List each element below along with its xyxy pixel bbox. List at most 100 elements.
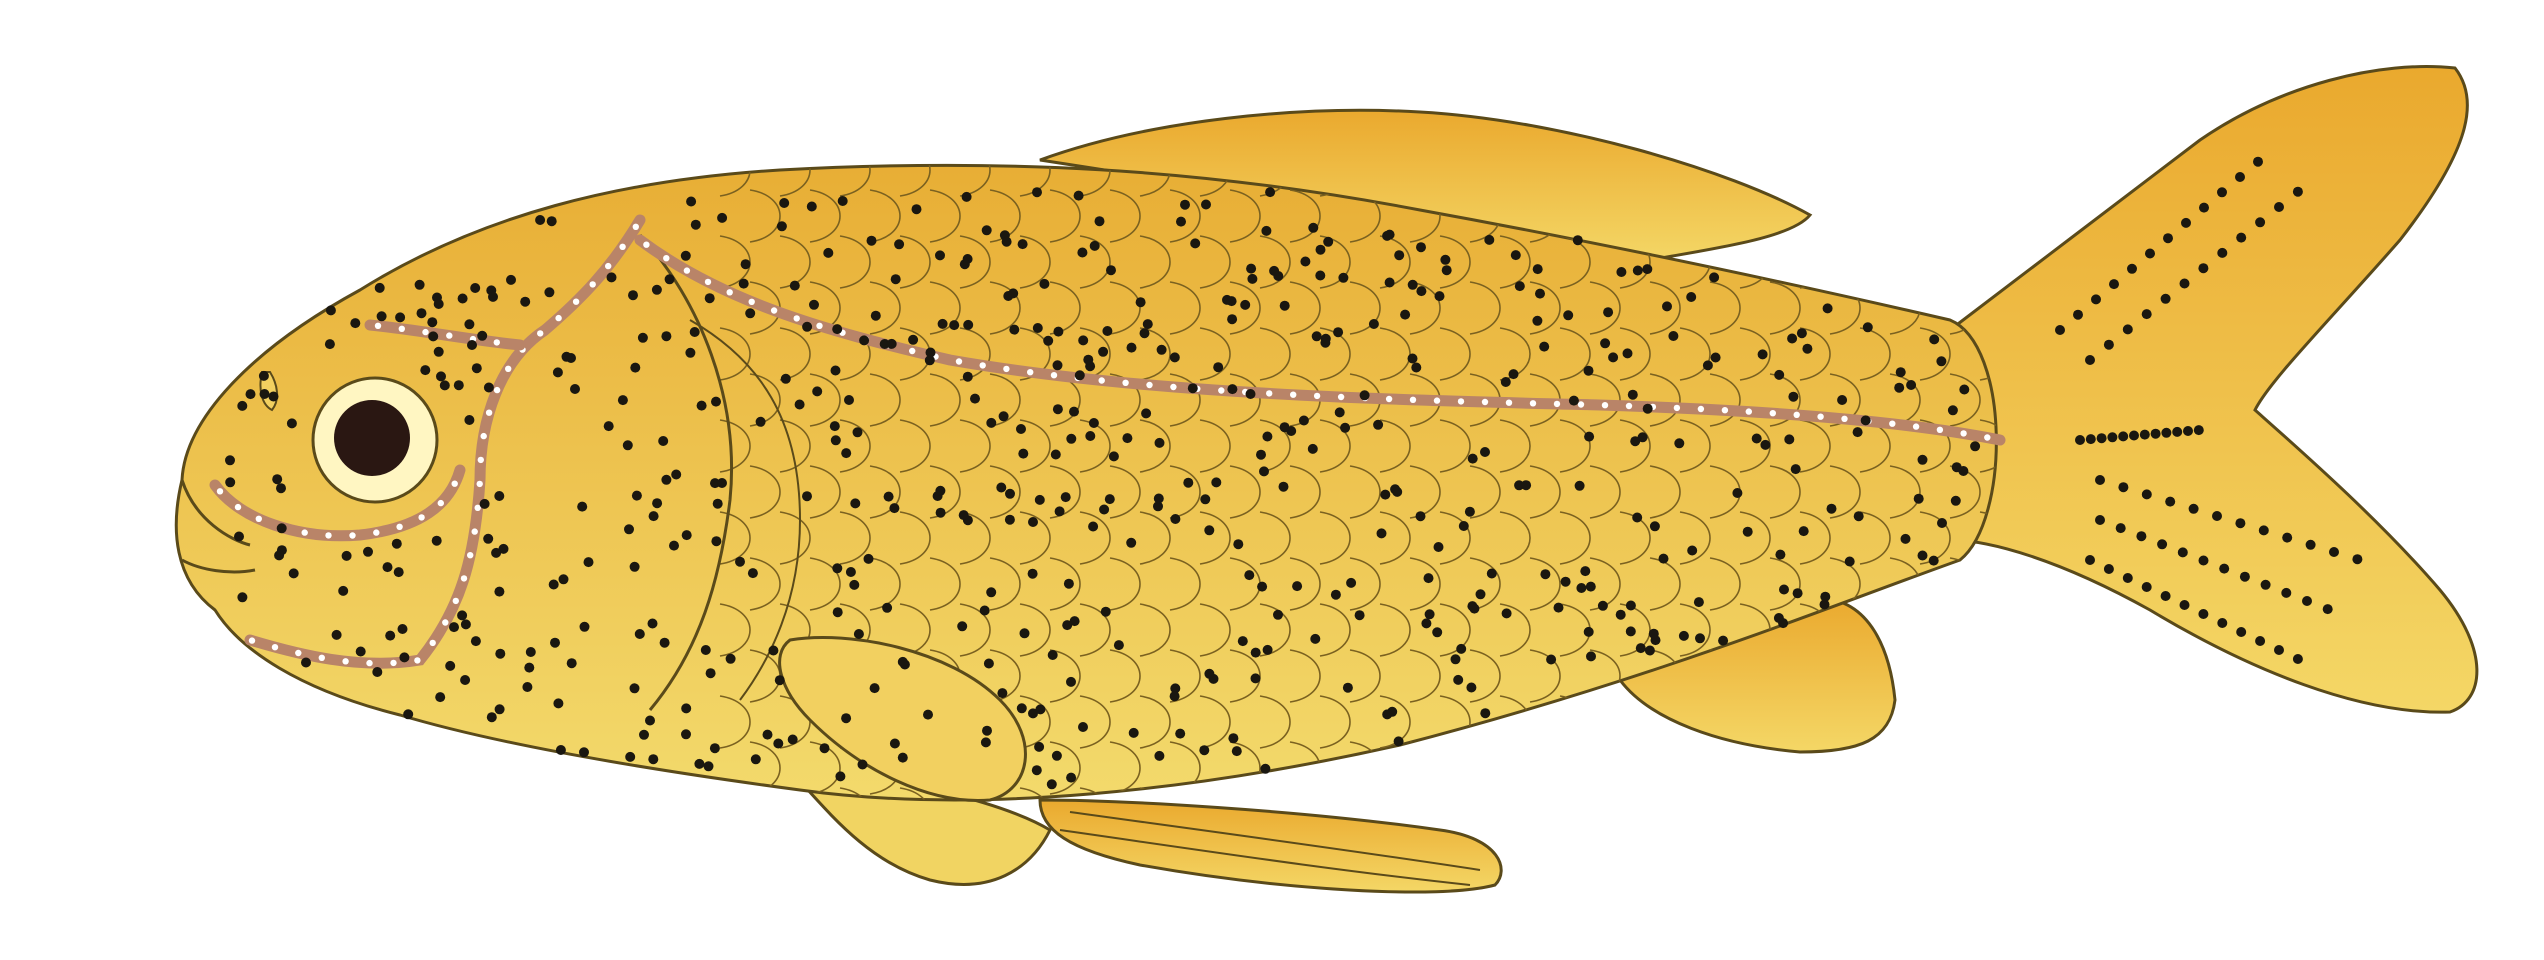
scale: [1139, 603, 1171, 657]
spot: [1066, 676, 1076, 687]
sensory-pore: [1936, 426, 1944, 433]
spot: [1060, 492, 1071, 503]
spot: [498, 543, 509, 554]
sensory-pore: [318, 654, 325, 661]
spot: [1384, 229, 1395, 240]
spot: [1947, 405, 1958, 416]
sensory-pore: [493, 386, 501, 394]
sensory-pore: [414, 657, 421, 664]
scale: [1919, 603, 1951, 657]
scale: [1859, 235, 1891, 289]
spot: [464, 319, 475, 330]
spot: [1190, 238, 1201, 249]
spot: [561, 351, 572, 362]
spot: [637, 332, 648, 343]
spot: [1340, 422, 1351, 433]
spot: [2075, 435, 2085, 445]
scale: [719, 511, 751, 565]
scale: [959, 419, 991, 473]
spot: [681, 729, 691, 740]
spot: [645, 715, 655, 726]
spot: [1273, 609, 1283, 620]
spot: [1211, 477, 1222, 488]
spot: [245, 389, 256, 400]
scale: [1259, 695, 1291, 749]
supraorbital-canal: [364, 319, 526, 351]
spot: [844, 395, 854, 405]
spot: [1568, 395, 1579, 406]
spot: [937, 318, 948, 329]
spot: [301, 657, 311, 668]
spot: [1032, 187, 1042, 198]
spot: [1486, 568, 1497, 579]
spot: [981, 225, 992, 236]
spot: [747, 568, 758, 579]
spot: [525, 647, 536, 657]
spot: [882, 602, 893, 613]
scale: [1139, 511, 1171, 565]
spot: [1016, 703, 1027, 714]
spot: [1774, 369, 1785, 380]
spot: [2091, 294, 2101, 305]
spot: [276, 523, 287, 534]
scale: [1799, 327, 1831, 381]
sensory-pore: [605, 262, 612, 270]
scale: [1079, 603, 1111, 657]
spot: [520, 296, 531, 307]
scale: [1079, 235, 1111, 289]
spot: [717, 478, 727, 488]
spot: [963, 319, 974, 330]
spot: [1153, 501, 1163, 512]
spot: [750, 754, 761, 765]
scale: [1109, 557, 1141, 611]
scale: [1259, 419, 1291, 473]
scale: [1349, 557, 1381, 611]
spot: [686, 196, 697, 207]
scale: [869, 281, 901, 335]
scale: [1169, 281, 1201, 335]
spot: [1662, 301, 1672, 312]
sensory-pore: [366, 659, 373, 667]
spot: [1333, 327, 1344, 338]
spot: [690, 219, 701, 230]
scale: [1859, 165, 1891, 197]
spot: [376, 311, 387, 322]
spot: [548, 579, 559, 590]
scale: [1469, 465, 1501, 519]
lateral-line-canal: [634, 234, 2006, 446]
spot: [331, 629, 342, 640]
scale: [1169, 557, 1201, 611]
scale: [899, 235, 931, 289]
spot: [1718, 635, 1729, 646]
spot: [1625, 626, 1636, 637]
spot: [1176, 216, 1186, 227]
scale: [1469, 281, 1501, 335]
scale: [1469, 649, 1501, 703]
spot: [2236, 232, 2247, 243]
scale: [1319, 419, 1351, 473]
spot: [1674, 438, 1685, 449]
spot: [1894, 382, 1905, 393]
spot: [879, 339, 890, 349]
spot: [661, 331, 672, 342]
spot: [1359, 390, 1370, 401]
sensory-pore: [1313, 392, 1321, 400]
spot: [908, 334, 919, 345]
spot: [1052, 360, 1063, 371]
spot: [395, 312, 406, 323]
spot: [1346, 577, 1357, 588]
scale: [1649, 741, 1681, 795]
spot: [1089, 240, 1100, 251]
spot: [703, 761, 714, 772]
spot: [1320, 337, 1331, 348]
spot: [433, 299, 444, 309]
sensory-pore: [816, 322, 823, 329]
spot: [2198, 555, 2209, 566]
scale: [1559, 419, 1591, 473]
spot: [457, 610, 468, 621]
scale: [719, 603, 751, 657]
scale: [1739, 511, 1771, 565]
scale: [1079, 695, 1111, 749]
scale: [1289, 281, 1321, 335]
spot: [1540, 569, 1551, 580]
